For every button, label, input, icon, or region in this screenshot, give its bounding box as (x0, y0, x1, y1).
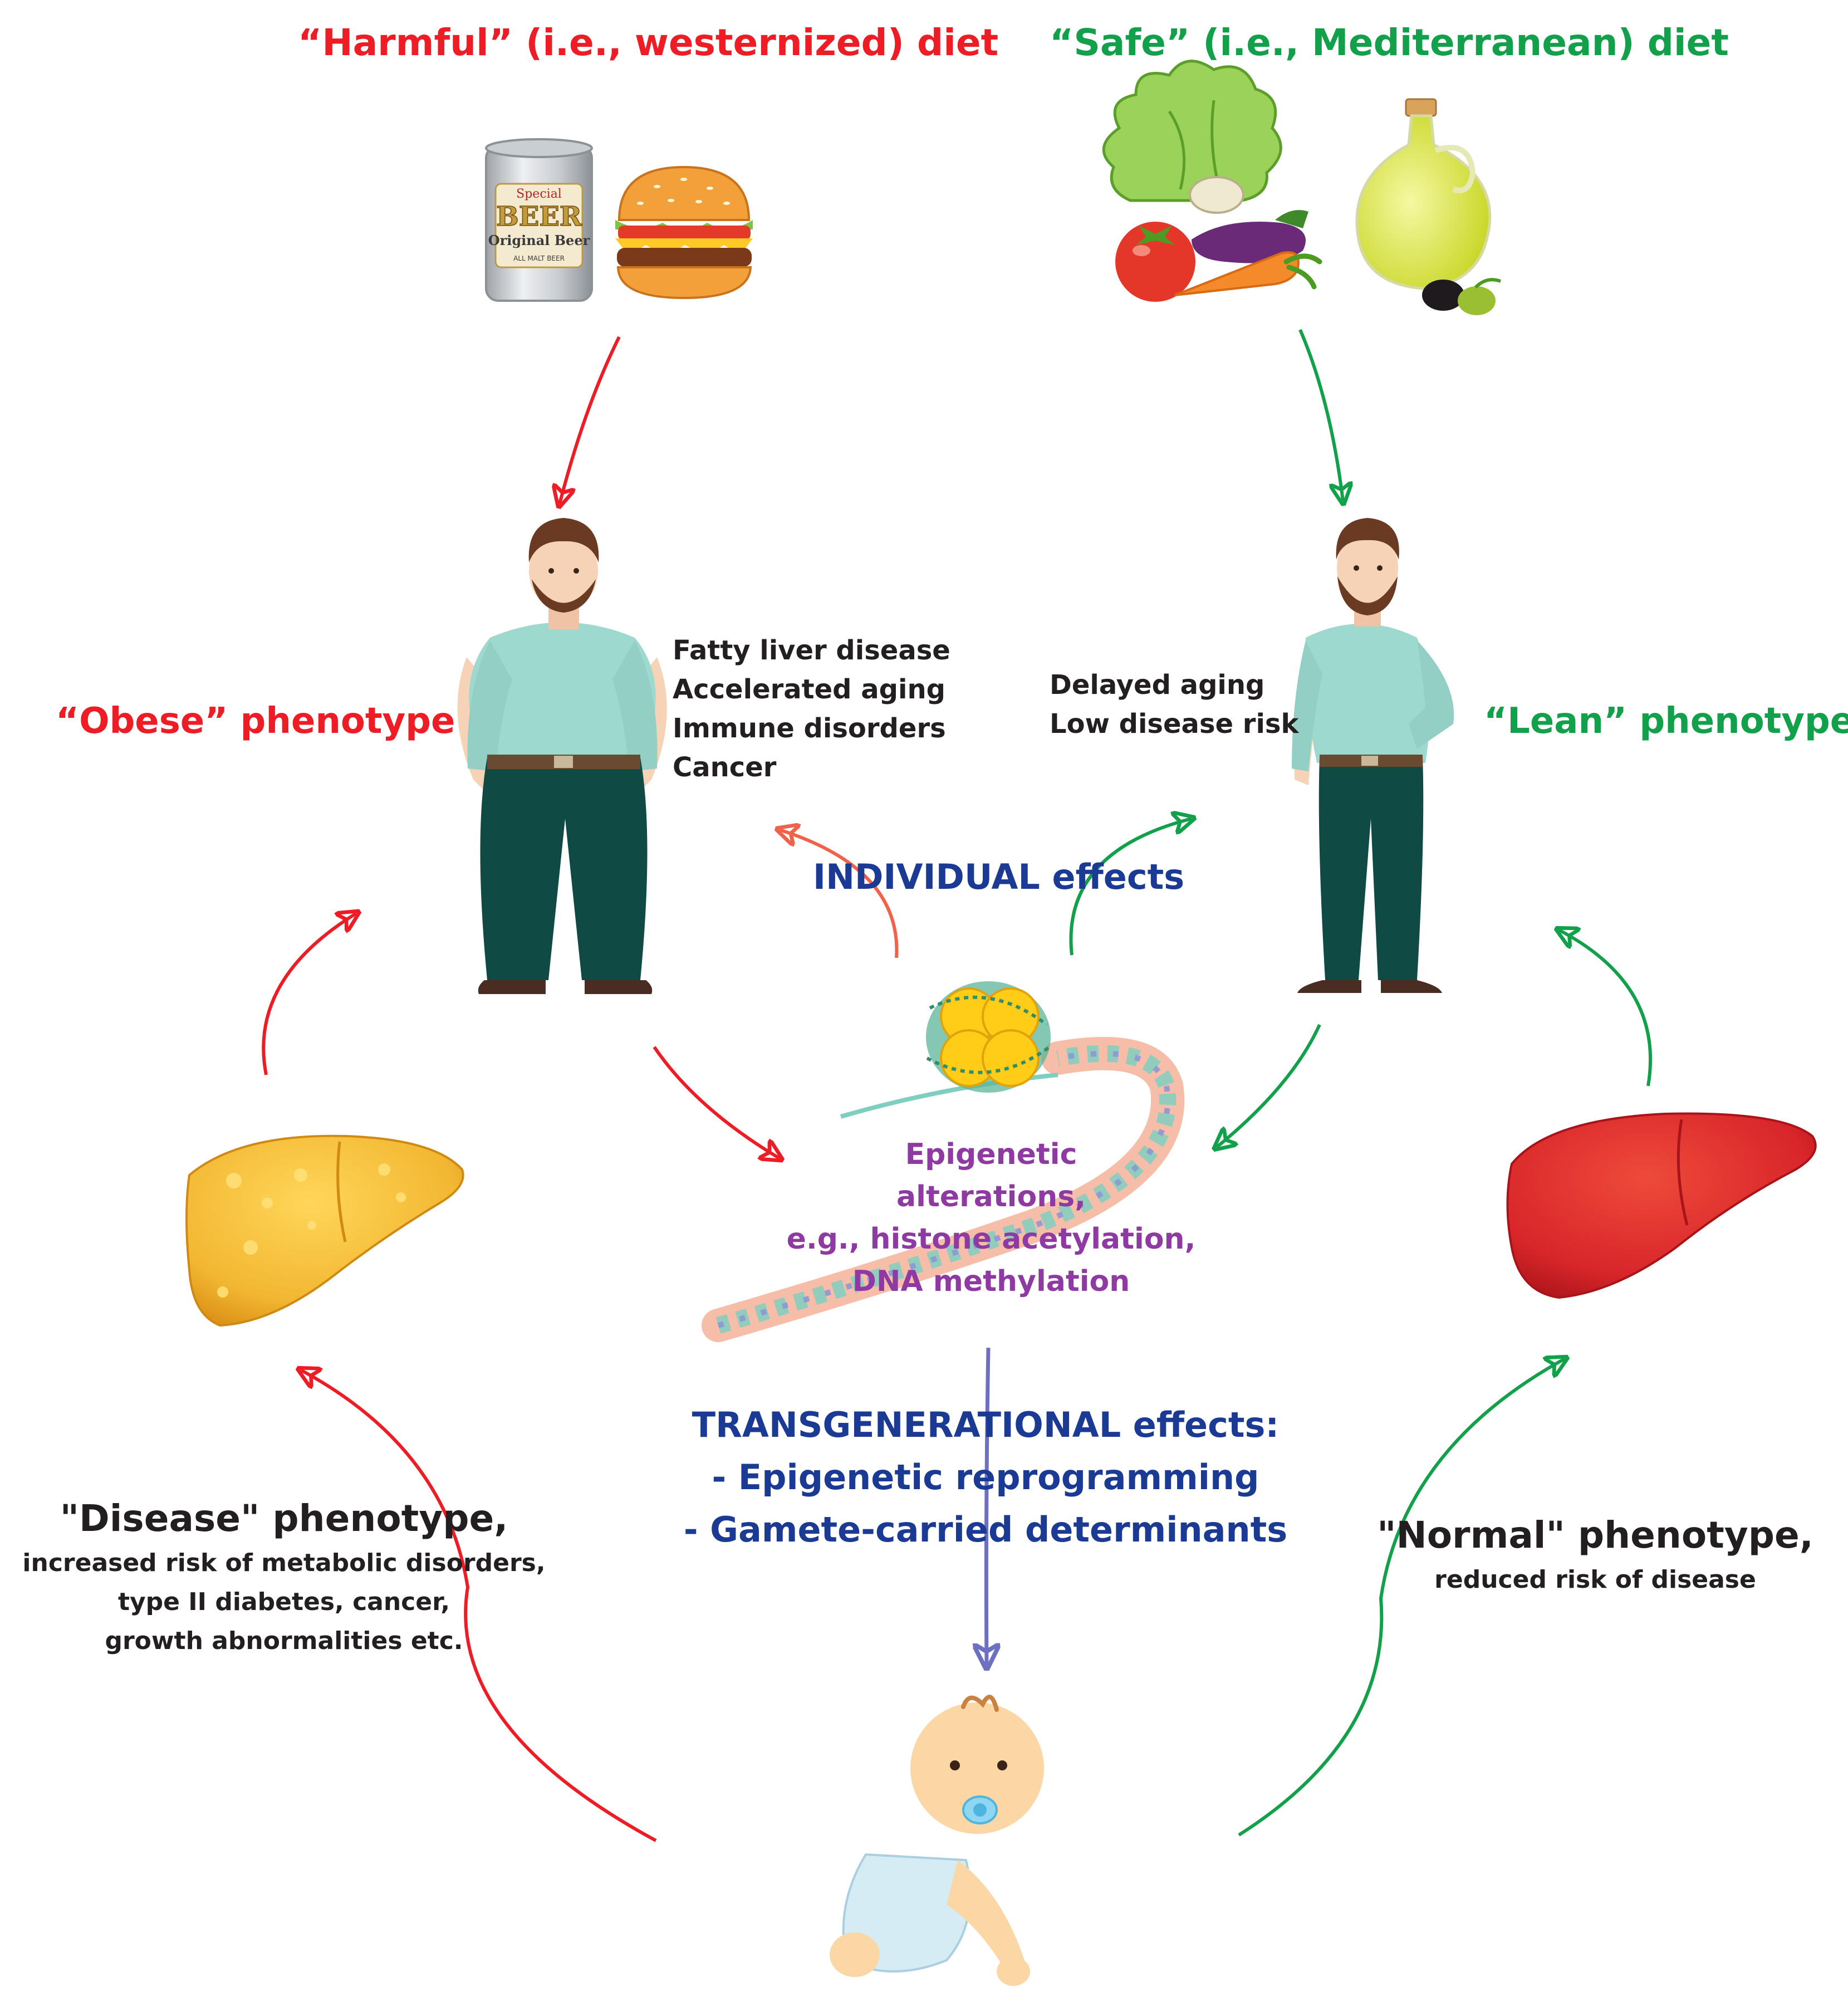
obese-condition-item: Cancer (673, 752, 777, 783)
obese-conditions-list: Fatty liver disease Accelerated aging Im… (673, 631, 950, 787)
epigenetic-line: Epigenetic (905, 1138, 1077, 1171)
burger-icon (615, 165, 753, 300)
fatty-liver-to-obese-arrow (262, 913, 356, 1075)
obese-to-epigenetic-arrow (653, 1046, 780, 1158)
disease-phenotype-title: "Disease" phenotype, (60, 1497, 508, 1540)
lean-man-figure (1292, 518, 1454, 993)
baby-to-healthy-liver-arrow (1238, 1359, 1565, 1837)
epigenetic-line: alterations, (896, 1180, 1086, 1213)
beer-can-icon: Special BEER Original Beer ALL MALT BEER (485, 138, 593, 302)
transgenerational-effects-text: TRANSGENERATIONAL effects: - Epigenetic … (657, 1399, 1314, 1556)
baby-figure (830, 1695, 1044, 1986)
obese-phenotype-label: “Obese” phenotype (56, 701, 455, 742)
safe-diet-to-lean-arrow (1298, 329, 1343, 501)
transgenerational-line: - Epigenetic reprogramming (712, 1457, 1259, 1498)
harmful-diet-title: “Harmful” (i.e., westernized) diet (298, 21, 999, 64)
transgenerational-arrow (986, 1347, 988, 1665)
epigenetic-alterations-text: Epigenetic alterations, e.g., histone ac… (768, 1133, 1214, 1303)
beer-label-original: Original Beer (488, 232, 590, 248)
fatty-liver-icon (185, 1134, 464, 1327)
individual-effects-label: INDIVIDUAL effects (813, 857, 1185, 897)
disease-phenotype-line: growth abnormalities etc. (105, 1627, 463, 1655)
obese-condition-item: Fatty liver disease (673, 635, 950, 666)
normal-phenotype-title: "Normal" phenotype, (1377, 1514, 1813, 1557)
beer-label-special: Special (516, 187, 562, 201)
healthy-liver-to-lean-arrow (1559, 930, 1653, 1087)
disease-phenotype-line: type II diabetes, cancer, (117, 1588, 450, 1616)
normal-phenotype-text: "Normal" phenotype, reduced risk of dise… (1353, 1510, 1837, 1599)
obese-man-figure (457, 518, 667, 994)
disease-phenotype-line: increased risk of metabolic disorders, (22, 1549, 546, 1577)
healthy-liver-icon (1506, 1112, 1817, 1299)
lean-phenotype-label: “Lean” phenotype (1484, 701, 1848, 742)
normal-phenotype-subtitle: reduced risk of disease (1434, 1565, 1756, 1594)
safe-diet-title: “Safe” (i.e., Mediterranean) diet (1050, 21, 1729, 64)
olive-oil-bottle-icon (1355, 98, 1502, 315)
disease-phenotype-text: "Disease" phenotype, increased risk of m… (8, 1494, 560, 1661)
vegetables-icon (1102, 60, 1322, 302)
lean-condition-item: Delayed aging (1050, 669, 1265, 701)
obese-condition-item: Accelerated aging (673, 674, 945, 705)
transgenerational-line: TRANSGENERATIONAL effects: (692, 1405, 1280, 1445)
individual-to-obese-arrow (780, 830, 899, 958)
epigenetic-line: e.g., histone acetylation, (786, 1222, 1196, 1256)
individual-to-lean-arrow (1069, 819, 1192, 956)
lean-to-epigenetic-arrow (1217, 1024, 1321, 1147)
beer-label-beer: BEER (496, 201, 582, 232)
baby-to-fatty-liver-arrow (301, 1370, 657, 1842)
epigenetic-line: DNA methylation (852, 1265, 1130, 1298)
beer-label-allmalt: ALL MALT BEER (513, 255, 565, 262)
nucleosome-icon (926, 981, 1051, 1093)
obese-condition-item: Immune disorders (673, 713, 946, 744)
transgenerational-line: - Gamete-carried determinants (683, 1509, 1288, 1550)
harmful-diet-to-obese-arrow (560, 336, 621, 504)
lean-conditions-list: Delayed aging Low disease risk (1050, 666, 1298, 743)
lean-condition-item: Low disease risk (1050, 708, 1299, 740)
